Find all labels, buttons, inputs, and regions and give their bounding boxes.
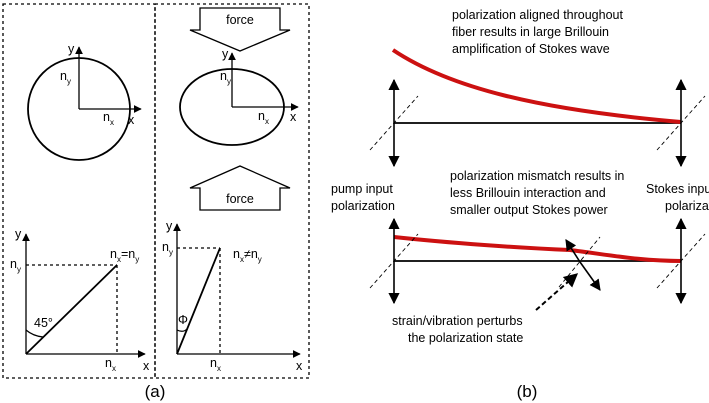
inequality-label: nx≠ny: [233, 247, 262, 264]
nx-label: nx: [105, 356, 116, 373]
angle-label: Φ: [178, 313, 188, 327]
equality-label: nx=ny: [110, 247, 139, 264]
panel-a: y x ny nx force y x ny nx force: [2, 3, 310, 401]
angle-arc: [176, 328, 188, 332]
polarization-plot-mismatch: y x ny nx Φ nx≠ny: [162, 219, 303, 373]
polarization-plot-aligned: y x ny nx 45° nx=ny: [10, 227, 150, 373]
mismatch-configuration: [369, 217, 706, 311]
pump-label: pump input polarization: [331, 182, 396, 213]
axis-label-x: x: [296, 359, 303, 373]
axis-label-x: x: [143, 359, 150, 373]
force-label-top: force: [226, 13, 254, 27]
ny-label: ny: [10, 257, 21, 274]
panel-a-box-left: [2, 3, 156, 379]
force-arrow-top: [189, 7, 291, 52]
nx-label: nx: [103, 110, 114, 127]
perturbed-polarization-arrow: [565, 239, 581, 263]
stokes-mirror: [656, 95, 706, 151]
stokes-label: Stokes input polarization: [646, 182, 709, 213]
axis-label-y: y: [222, 47, 229, 61]
axis-label-x: x: [290, 110, 297, 124]
axis-label-y: y: [68, 42, 75, 56]
nx-label: nx: [210, 356, 221, 373]
axis-label-y: y: [166, 219, 173, 233]
stokes-power-curve: [393, 235, 682, 263]
axis-label-x: x: [128, 113, 135, 127]
panel-b-label: (b): [517, 382, 538, 401]
stokes-mirror: [656, 233, 706, 289]
aligned-configuration: polarization aligned throughout fiber re…: [369, 8, 706, 168]
ellipse-diagram: force y x ny nx force: [179, 7, 299, 211]
nx-label: nx: [258, 109, 269, 126]
force-arrow-bottom: [189, 165, 291, 211]
strain-pointer-arrow: [535, 273, 579, 311]
polarization-vector: [25, 264, 118, 355]
aligned-annotation: polarization aligned throughout fiber re…: [452, 8, 626, 56]
pump-mirror: [369, 95, 419, 151]
angle-arc: [25, 329, 44, 338]
circle-diagram: y x ny nx: [27, 42, 142, 161]
perturbed-polarization-arrow: [579, 261, 601, 291]
ny-label: ny: [220, 69, 231, 86]
ny-label: ny: [60, 69, 71, 86]
pump-mirror: [369, 233, 419, 289]
mismatch-annotation: polarization mismatch results in less Br…: [450, 169, 628, 217]
polarization-vector: [176, 247, 221, 355]
force-label-bottom: force: [226, 192, 254, 206]
panel-a-label: (a): [145, 382, 166, 401]
stokes-power-curve: [391, 48, 682, 124]
panel-b: polarization aligned throughout fiber re…: [331, 8, 709, 401]
strain-annotation: strain/vibration perturbs the polarizati…: [392, 314, 526, 345]
ny-label: ny: [162, 240, 173, 257]
axis-label-y: y: [15, 227, 22, 241]
angle-label: 45°: [34, 316, 53, 330]
